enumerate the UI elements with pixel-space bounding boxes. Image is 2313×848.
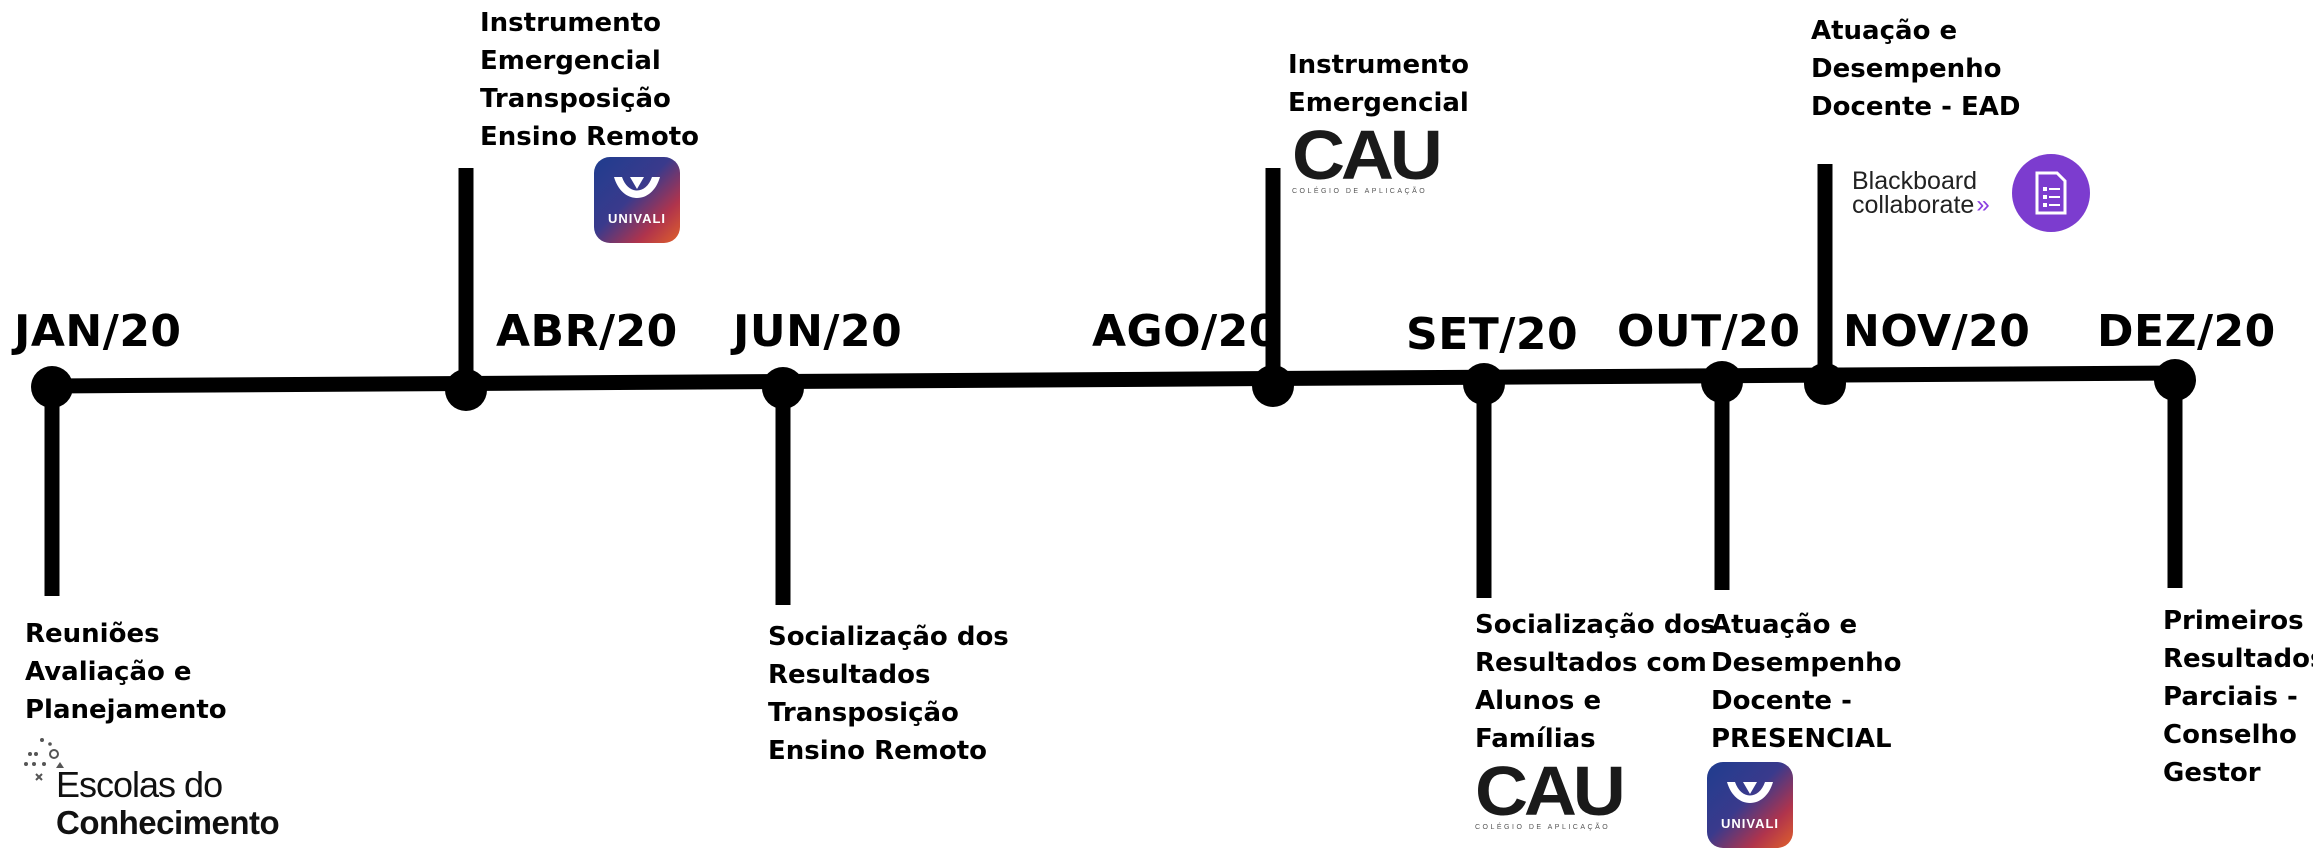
month-label-ago: AGO/20 xyxy=(1092,306,1280,357)
event-abr-text: Instrumento Emergencial Transposição Ens… xyxy=(480,8,699,152)
event-jan-text: Reuniões Avaliação e Planejamento xyxy=(25,619,227,725)
event-nov-text: Atuação e Desempenho Docente - EAD xyxy=(1811,16,2021,122)
escolas-wordmark-line2: Conhecimento xyxy=(56,804,280,841)
month-label-abr: ABR/20 xyxy=(496,306,678,357)
node-out xyxy=(1701,361,1743,403)
month-label-nov: NOV/20 xyxy=(1843,306,2031,357)
blackboard-wordmark-line1: Blackboard xyxy=(1852,167,1978,195)
timeline-axis xyxy=(44,365,2183,394)
univali-emblem-icon xyxy=(614,176,660,198)
cau-logo-ago: CAU COLÉGIO DE APLICAÇÃO xyxy=(1292,120,1443,195)
node-ago xyxy=(1252,365,1294,407)
month-label-jan: JAN/20 xyxy=(14,306,182,357)
cau-subtitle: COLÉGIO DE APLICAÇÃO xyxy=(1292,188,1428,195)
univali-logo-abr: UNIVALI xyxy=(594,157,680,243)
node-abr xyxy=(445,369,487,411)
node-jan xyxy=(31,366,73,408)
document-icon xyxy=(2011,154,2090,232)
sparkle-dots-icon xyxy=(24,738,64,781)
event-out-text: Atuação e Desempenho Docente - PRESENCIA… xyxy=(1711,610,1902,754)
univali-wordmark: UNIVALI xyxy=(1720,815,1780,831)
month-label-set: SET/20 xyxy=(1406,309,1579,360)
cau-subtitle: COLÉGIO DE APLICAÇÃO xyxy=(1475,824,1611,831)
escolas-wordmark-line1: Escolas do xyxy=(56,764,223,805)
escolas-do-conhecimento-logo: Escolas do Conhecimento xyxy=(20,734,280,842)
event-set-text: Socialização dos Resultados com Alunos e… xyxy=(1475,610,1716,754)
node-jun xyxy=(762,367,804,409)
cau-wordmark: CAU xyxy=(1475,752,1626,830)
univali-wordmark: UNIVALI xyxy=(607,210,667,226)
univali-logo-out: UNIVALI xyxy=(1707,762,1793,848)
cau-logo-set: CAU COLÉGIO DE APLICAÇÃO xyxy=(1475,756,1626,831)
month-label-jun: JUN/20 xyxy=(733,306,903,357)
blackboard-logo: Blackboard collaborate » xyxy=(1852,154,2090,232)
node-dez xyxy=(2154,359,2196,401)
blackboard-wordmark-line2: collaborate xyxy=(1852,191,1975,219)
univali-emblem-icon xyxy=(1727,781,1773,803)
cau-wordmark: CAU xyxy=(1292,116,1443,194)
month-label-dez: DEZ/20 xyxy=(2097,306,2276,357)
chevron-right-icon: » xyxy=(1976,191,1990,218)
node-set xyxy=(1463,363,1505,405)
event-ago-text: Instrumento Emergencial xyxy=(1288,50,1469,118)
node-nov xyxy=(1804,363,1846,405)
event-jun-text: Socialização dos Resultados Transposição… xyxy=(768,622,1009,766)
month-label-out: OUT/20 xyxy=(1617,306,1801,357)
event-dez-text: Primeiros Resultados Parciais - Conselho… xyxy=(2163,606,2313,788)
